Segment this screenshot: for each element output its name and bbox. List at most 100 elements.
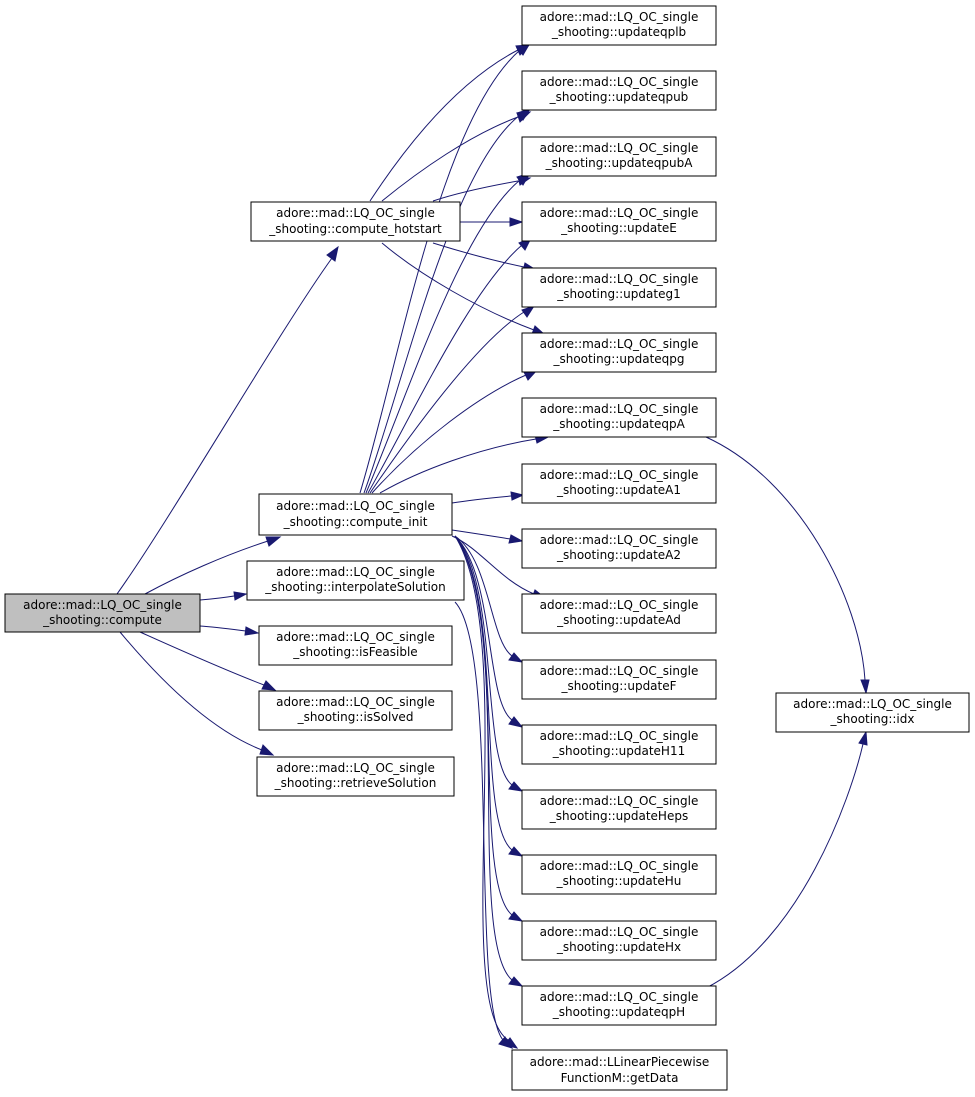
- node-retrievesolution-line1: adore::mad::LQ_OC_single: [276, 761, 435, 775]
- node-updatead-line1: adore::mad::LQ_OC_single: [540, 598, 699, 612]
- node-updateqpuba-line1: adore::mad::LQ_OC_single: [540, 141, 699, 155]
- node-updatehu-line1: adore::mad::LQ_OC_single: [540, 859, 699, 873]
- node-updatee[interactable]: adore::mad::LQ_OC_single _shooting::upda…: [521, 201, 717, 242]
- node-idx-line1: adore::mad::LQ_OC_single: [793, 697, 952, 711]
- node-updateqpuba[interactable]: adore::mad::LQ_OC_single _shooting::upda…: [521, 136, 717, 177]
- node-interpolatesolution-line1: adore::mad::LQ_OC_single: [276, 565, 435, 579]
- node-updateqph-line2: _shooting::updateqpH: [552, 1005, 685, 1019]
- node-updateg1-line1: adore::mad::LQ_OC_single: [540, 272, 699, 286]
- node-isfeasible-line2: _shooting::isFeasible: [292, 645, 417, 659]
- edge-init-to-updatee: [367, 237, 533, 494]
- node-updateqpub-line2: _shooting::updateqpub: [549, 90, 689, 104]
- node-getdata-line1: adore::mad::LLinearPiecewise: [530, 1055, 710, 1069]
- node-updateheps-line2: _shooting::updateHeps: [549, 809, 688, 823]
- node-updateheps-line1: adore::mad::LQ_OC_single: [540, 794, 699, 808]
- node-compute-init-line2: _shooting::compute_init: [283, 515, 428, 529]
- edge-init-to-updateqph: [454, 535, 524, 987]
- node-isfeasible-line1: adore::mad::LQ_OC_single: [276, 630, 435, 644]
- node-updatehu-line2: _shooting::updateHu: [556, 874, 682, 888]
- edge-init-to-getdata: [454, 535, 519, 1049]
- edge-init-to-updatef: [454, 535, 524, 663]
- node-interpolatesolution-line2: _shooting::interpolateSolution: [264, 580, 445, 594]
- edge-init-to-updateheps: [454, 535, 524, 792]
- edge-init-to-updatehx: [454, 535, 524, 922]
- edge-compute-to-isfeasible: [199, 625, 260, 636]
- edge-hotstart-to-updatee: [460, 217, 524, 227]
- edge-init-to-updatea2: [451, 529, 524, 544]
- node-updatehx-line1: adore::mad::LQ_OC_single: [540, 925, 699, 939]
- node-interpolatesolution[interactable]: adore::mad::LQ_OC_single _shooting::inte…: [246, 560, 465, 601]
- node-updatead-line2: _shooting::updateAd: [556, 613, 681, 627]
- node-updatehu[interactable]: adore::mad::LQ_OC_single _shooting::upda…: [521, 854, 717, 895]
- node-getdata-line2: FunctionM::getData: [561, 1071, 679, 1085]
- node-updateh11[interactable]: adore::mad::LQ_OC_single _shooting::upda…: [521, 724, 717, 765]
- edge-init-to-updatea1: [451, 491, 525, 504]
- edge-hotstart-to-updateg1: [432, 242, 538, 272]
- node-issolved-line2: _shooting::isSolved: [297, 710, 414, 724]
- edge-init-to-updateg1: [369, 305, 536, 494]
- node-compute-line1: adore::mad::LQ_OC_single: [23, 598, 182, 612]
- node-updateh11-line1: adore::mad::LQ_OC_single: [540, 729, 699, 743]
- node-idx-line2: _shooting::idx: [830, 712, 915, 726]
- node-updatea2[interactable]: adore::mad::LQ_OC_single _shooting::upda…: [521, 528, 717, 569]
- node-compute[interactable]: adore::mad::LQ_OC_single _shooting::comp…: [4, 593, 201, 633]
- node-updatef-line2: _shooting::updateF: [560, 679, 676, 693]
- edge-hotstart-to-updateqpuba: [432, 176, 532, 202]
- node-updateqpa-line1: adore::mad::LQ_OC_single: [540, 402, 699, 416]
- node-updatead[interactable]: adore::mad::LQ_OC_single _shooting::upda…: [521, 593, 717, 634]
- node-updatee-line1: adore::mad::LQ_OC_single: [540, 206, 699, 220]
- node-updateqpuba-line2: _shooting::updateqpubA: [545, 156, 694, 170]
- node-updateqplb-line1: adore::mad::LQ_OC_single: [540, 10, 699, 24]
- node-updateg1-line2: _shooting::updateg1: [556, 287, 680, 301]
- node-updatef-line1: adore::mad::LQ_OC_single: [540, 664, 699, 678]
- edge-init-to-updateqpub: [363, 108, 532, 494]
- node-updatea1[interactable]: adore::mad::LQ_OC_single _shooting::upda…: [521, 463, 717, 504]
- edge-compute-to-retrievesolution: [119, 631, 275, 756]
- node-updatea2-line1: adore::mad::LQ_OC_single: [540, 533, 699, 547]
- node-retrievesolution[interactable]: adore::mad::LQ_OC_single _shooting::retr…: [256, 756, 455, 797]
- node-updatehx[interactable]: adore::mad::LQ_OC_single _shooting::upda…: [521, 920, 717, 961]
- node-compute-line2: _shooting::compute: [42, 613, 162, 627]
- node-updatef[interactable]: adore::mad::LQ_OC_single _shooting::upda…: [521, 659, 717, 700]
- edge-updateqpa-to-idx: [705, 436, 870, 695]
- edge-init-to-updateqpg: [371, 369, 539, 494]
- node-updateqpub-line1: adore::mad::LQ_OC_single: [540, 75, 699, 89]
- node-compute-init[interactable]: adore::mad::LQ_OC_single _shooting::comp…: [258, 493, 453, 536]
- node-issolved-line1: adore::mad::LQ_OC_single: [276, 695, 435, 709]
- edge-compute-to-interpolatesolution: [199, 591, 248, 601]
- node-updateheps[interactable]: adore::mad::LQ_OC_single _shooting::upda…: [521, 789, 717, 830]
- node-updateqplb-line2: _shooting::updateqplb: [551, 25, 686, 39]
- node-updatehx-line2: _shooting::updateHx: [556, 940, 681, 954]
- node-updateg1[interactable]: adore::mad::LQ_OC_single _shooting::upda…: [521, 267, 717, 308]
- edge-compute-to-compute-hotstart: [116, 245, 339, 595]
- node-updateh11-line2: _shooting::updateH11: [552, 744, 685, 758]
- node-updateqpg[interactable]: adore::mad::LQ_OC_single _shooting::upda…: [521, 332, 717, 373]
- node-retrievesolution-line2: _shooting::retrieveSolution: [274, 776, 437, 790]
- node-isfeasible[interactable]: adore::mad::LQ_OC_single _shooting::isFe…: [258, 625, 453, 666]
- node-updateqph-line1: adore::mad::LQ_OC_single: [540, 990, 699, 1004]
- node-updateqph[interactable]: adore::mad::LQ_OC_single _shooting::upda…: [521, 985, 717, 1026]
- node-updateqpa-line2: _shooting::updateqpA: [552, 417, 685, 431]
- node-compute-hotstart-line1: adore::mad::LQ_OC_single: [276, 206, 435, 220]
- node-updateqplb[interactable]: adore::mad::LQ_OC_single _shooting::upda…: [521, 5, 717, 46]
- node-updateqpub[interactable]: adore::mad::LQ_OC_single _shooting::upda…: [521, 70, 717, 111]
- edge-compute-to-issolved: [139, 631, 277, 691]
- node-updateqpa[interactable]: adore::mad::LQ_OC_single _shooting::upda…: [521, 397, 717, 438]
- edge-hotstart-to-updateqplb: [369, 44, 531, 202]
- edge-compute-to-compute-init: [144, 536, 282, 595]
- node-updatea1-line1: adore::mad::LQ_OC_single: [540, 468, 699, 482]
- node-compute-hotstart-line2: _shooting::compute_hotstart: [268, 222, 442, 236]
- node-issolved[interactable]: adore::mad::LQ_OC_single _shooting::isSo…: [258, 690, 453, 731]
- node-updateqpg-line1: adore::mad::LQ_OC_single: [540, 337, 699, 351]
- edge-interpolatesolution-to-getdata: [454, 601, 514, 1049]
- node-updatea2-line2: _shooting::updateA2: [556, 548, 681, 562]
- node-idx[interactable]: adore::mad::LQ_OC_single _shooting::idx: [775, 692, 970, 733]
- node-updateqpg-line2: _shooting::updateqpg: [552, 352, 684, 366]
- node-compute-hotstart[interactable]: adore::mad::LQ_OC_single _shooting::comp…: [250, 201, 461, 242]
- node-getdata[interactable]: adore::mad::LLinearPiecewise FunctionM::…: [511, 1049, 728, 1091]
- edge-updateqph-to-idx: [705, 730, 868, 989]
- node-compute-init-line1: adore::mad::LQ_OC_single: [276, 499, 435, 513]
- edge-init-to-updateh11: [454, 535, 524, 728]
- node-updatea1-line2: _shooting::updateA1: [556, 483, 681, 497]
